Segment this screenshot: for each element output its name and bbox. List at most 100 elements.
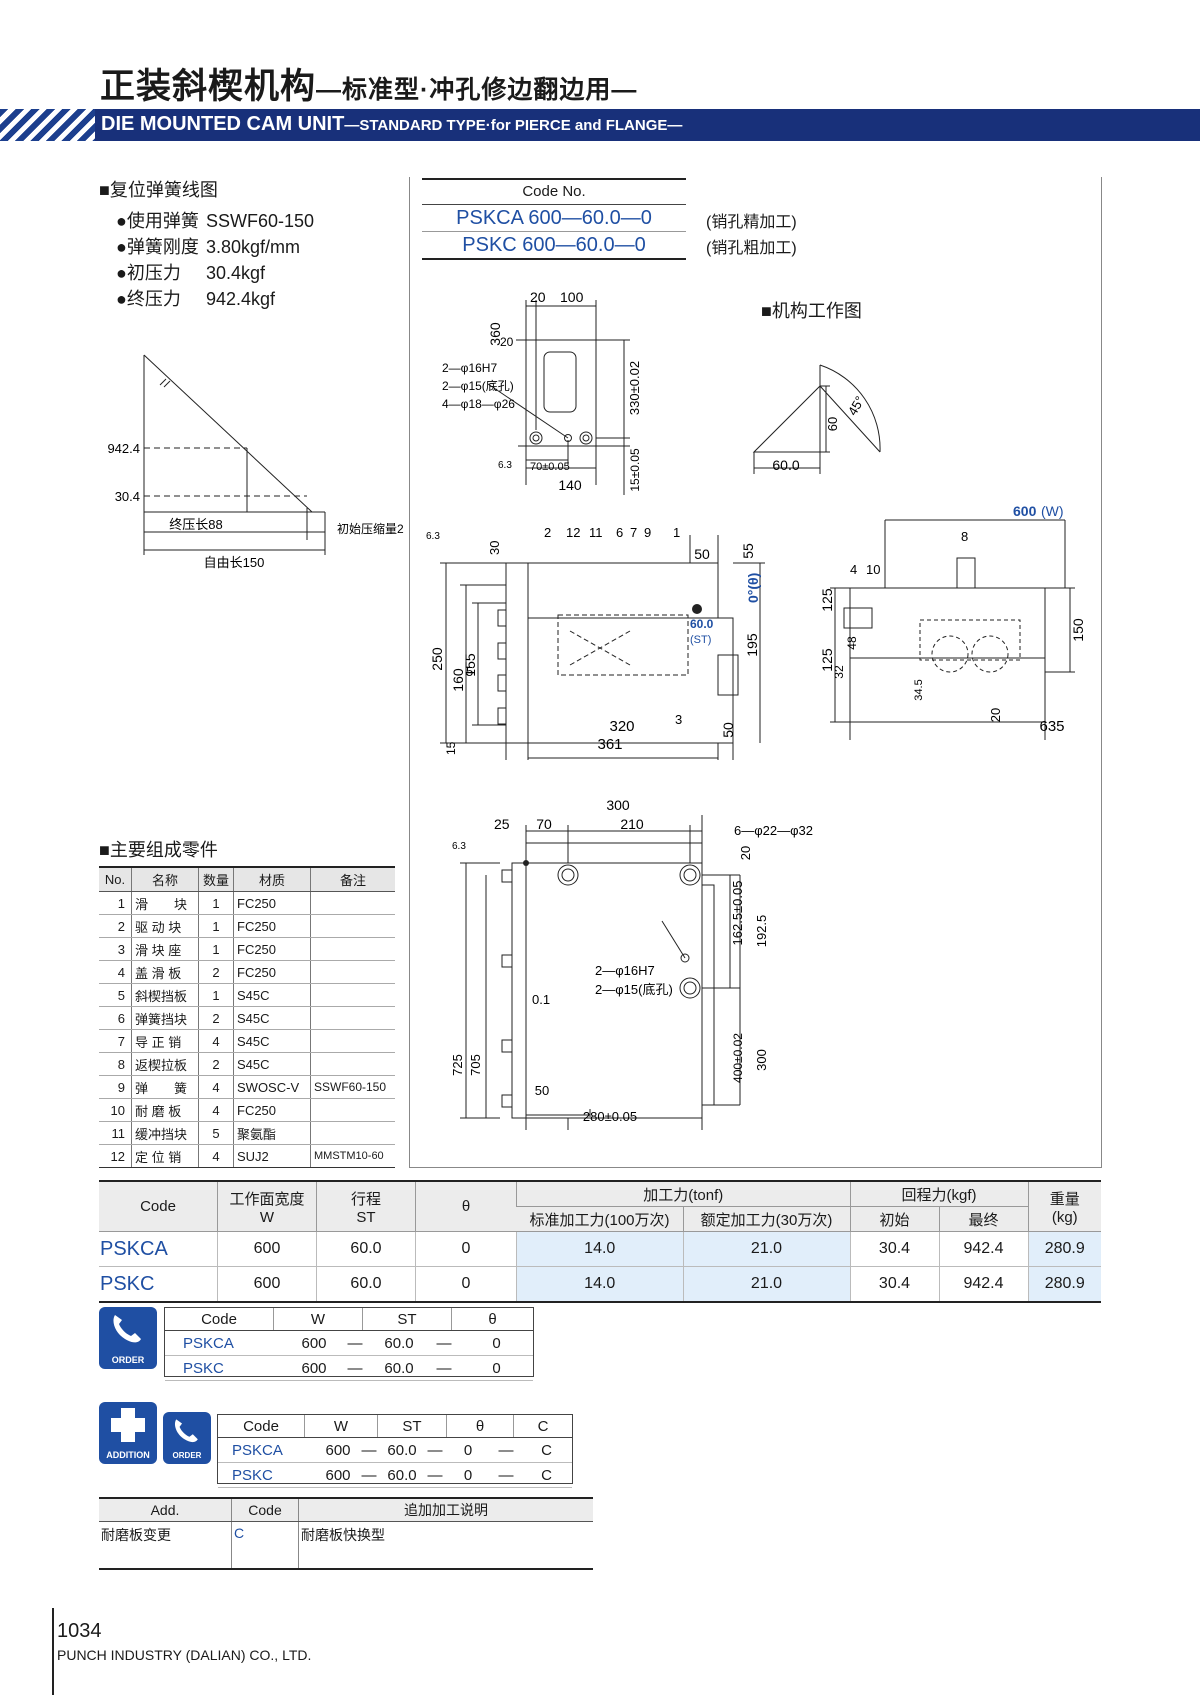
top-window: [543, 351, 577, 413]
h-c: C: [513, 1415, 572, 1438]
cell: 0: [415, 1231, 517, 1267]
cell: SUJ2: [233, 1144, 311, 1168]
cell: 1: [99, 891, 132, 915]
cell: 60.0: [316, 1231, 416, 1267]
top-hole: [529, 431, 543, 445]
callout: 3: [675, 712, 682, 727]
col-name: 名称: [131, 866, 199, 892]
dim: 330±0.02: [627, 361, 642, 415]
cell: FC250: [233, 1098, 311, 1122]
spec-label: ●弹簧刚度: [116, 237, 199, 257]
h-code: Code: [231, 1497, 299, 1522]
h-code: Code: [99, 1180, 218, 1232]
mech-height: 60: [825, 417, 840, 431]
hidden-wedge: [557, 614, 689, 676]
cell: 60.0: [370, 1331, 428, 1356]
h-st: ST: [377, 1415, 447, 1438]
width-label: 600: [1013, 503, 1037, 519]
phone-icon: [174, 1419, 198, 1443]
top-holes-2: 2—φ15(底孔): [442, 378, 514, 393]
dim: 100: [560, 290, 584, 305]
dim: 125: [819, 588, 835, 612]
roughness: 6.3: [426, 531, 440, 542]
title-cn-main: 正装斜楔机构: [100, 67, 317, 106]
order-icon-label: ORDER: [111, 1355, 145, 1365]
dim: 50: [535, 1083, 549, 1098]
cell: 弹 簧: [131, 1075, 199, 1099]
cell: —: [359, 1438, 379, 1463]
front-view-drawing: 60.0 (ST) 0°(θ) 30 50 55 250 155 160 195…: [426, 525, 765, 760]
cell-code: PSKCA: [218, 1438, 317, 1463]
dim: 20: [738, 846, 753, 860]
h-force-rated: 额定加工力(30万次): [682, 1206, 850, 1232]
dim: 210: [620, 816, 644, 832]
h-theta: θ: [446, 1415, 514, 1438]
cell: 导 正 销: [131, 1029, 199, 1053]
cell: C: [521, 1462, 572, 1488]
code-no-box: Code No. PSKCA 600—60.0—0 PSKC 600—60.0—…: [422, 178, 686, 260]
page-title: 正装斜楔机构—标准型·冲孔修边翻边用—: [100, 58, 637, 109]
cell: [310, 1052, 395, 1076]
cell-code: PSKC: [218, 1462, 317, 1488]
cell: 7: [99, 1029, 132, 1053]
h-theta: θ: [415, 1180, 517, 1232]
cell: 盖 滑 板: [131, 960, 199, 984]
cell: 600: [288, 1355, 340, 1381]
cell: [310, 937, 395, 961]
cell: 280.9: [1027, 1231, 1101, 1267]
holes-big: 6—φ22—φ32: [734, 823, 813, 838]
cell: 返楔拉板: [131, 1052, 199, 1076]
cell: 4: [198, 1075, 234, 1099]
cell: 0: [445, 1438, 491, 1463]
dim: 70±0.05: [530, 461, 570, 473]
title-en-main: DIE MOUNTED CAM UNIT: [101, 113, 345, 135]
dim: 300: [754, 1049, 769, 1071]
top-hole: [579, 431, 593, 445]
top-plate: [525, 339, 597, 447]
cell: C: [521, 1438, 572, 1463]
mechanism-diagram: 60.0 60 45°: [752, 364, 881, 474]
dim: 140: [558, 477, 582, 493]
cell: 21.0: [682, 1231, 850, 1267]
cell: 4: [99, 960, 132, 984]
mech-stroke: 60.0: [772, 457, 799, 473]
h-stroke-label: 行程: [350, 1190, 381, 1208]
cell: MMSTM10-60: [310, 1144, 395, 1168]
dim: 55: [740, 543, 756, 559]
bolt-hole: [679, 977, 701, 999]
cell: 600: [217, 1266, 317, 1303]
callout: 10: [866, 562, 880, 577]
cell: —: [425, 1462, 445, 1488]
cell: SWOSC-V: [233, 1075, 311, 1099]
plus-icon: [111, 1408, 145, 1442]
order-icon-small: ORDER: [163, 1412, 211, 1464]
dim: 70: [536, 816, 552, 832]
cell: 0: [415, 1266, 517, 1303]
cell: 1: [198, 983, 234, 1007]
graph-label-final: 终压长88: [169, 517, 222, 532]
title-en: DIE MOUNTED CAM UNIT—STANDARD TYPE·for P…: [101, 113, 682, 136]
dim: 155: [462, 653, 478, 677]
banner-bar: DIE MOUNTED CAM UNIT—STANDARD TYPE·for P…: [95, 109, 1200, 141]
h-stroke-sub: ST: [356, 1208, 376, 1226]
callout: 5: [466, 664, 473, 679]
datum-mark: [692, 604, 702, 614]
dim: 361: [597, 736, 622, 753]
h-w: W: [304, 1415, 378, 1438]
spring-graph: 942.4 30.4 终压长88 初始压缩量2 自由长150: [107, 354, 404, 570]
h-w: W: [273, 1308, 363, 1331]
dim: 15±0.05: [628, 448, 642, 492]
cell: 滑 块 座: [131, 937, 199, 961]
